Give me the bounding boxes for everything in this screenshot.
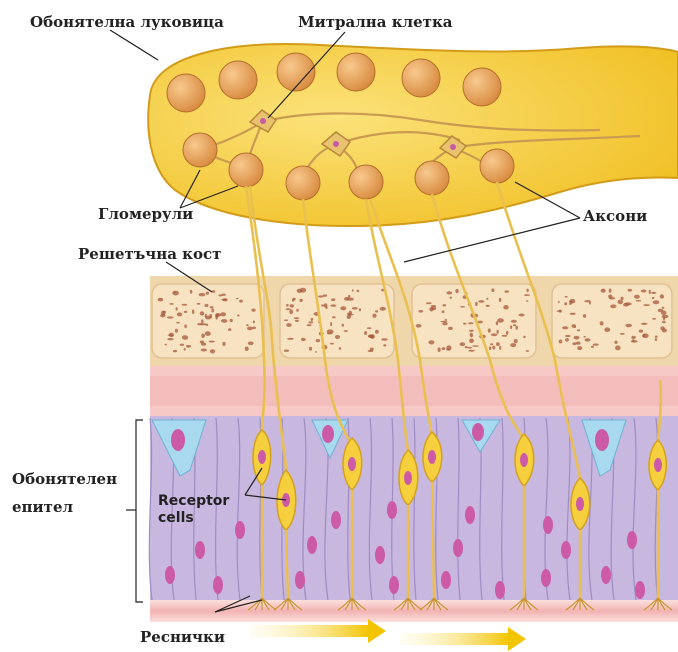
label-receptor-cells: Receptor cells xyxy=(158,493,229,527)
label-receptor-cells-line2: cells xyxy=(158,510,229,527)
label-glomeruli: Гломерули xyxy=(98,205,193,223)
label-receptor-cells-line1: Receptor xyxy=(158,493,229,510)
label-olfactory-bulb: Обонятелна луковица xyxy=(30,13,224,31)
label-axons: Аксони xyxy=(583,207,647,225)
label-mitral-cell: Митрална клетка xyxy=(298,13,453,31)
label-cribriform-bone: Решетъчна кост xyxy=(78,245,221,263)
label-cilia: Реснички xyxy=(140,628,225,646)
mucus-flow-arrows xyxy=(250,619,526,651)
label-olfactory-epithelium: Обонятелен епител xyxy=(12,470,117,516)
label-olfactory-epithelium-line1: Обонятелен xyxy=(12,470,117,488)
label-olfactory-epithelium-line2: епител xyxy=(12,498,117,516)
